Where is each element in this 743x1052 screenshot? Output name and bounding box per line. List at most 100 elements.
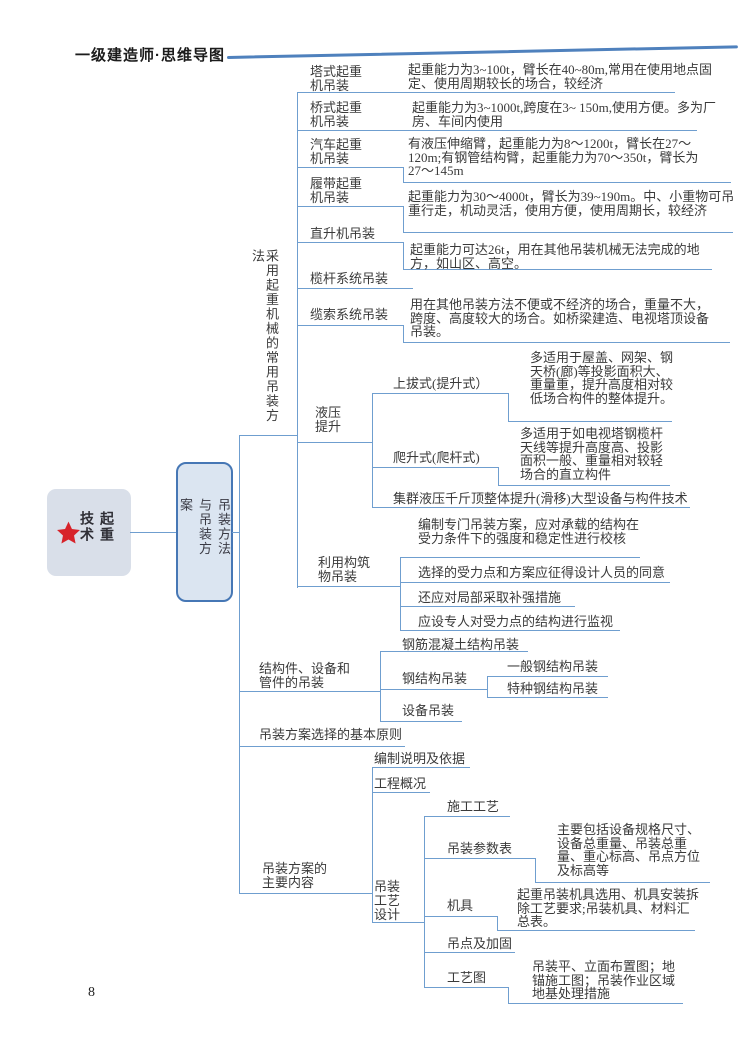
branch-components-label: 结构件、设备和管件的吊装 bbox=[259, 661, 351, 690]
node-project-overview: 工程概况 bbox=[374, 776, 427, 791]
node-concrete-hoisting: 钢筋混凝土结构吊装 bbox=[402, 637, 520, 652]
connector-rail bbox=[400, 557, 402, 631]
node-compilation-basis: 编制说明及依据 bbox=[374, 751, 466, 766]
node-hydraulic-lifting: 液压提升 bbox=[315, 405, 342, 434]
node-process-diagrams: 工艺图 bbox=[447, 970, 487, 985]
node-helicopter: 直升机吊装 bbox=[310, 226, 376, 241]
node-equipment-hoisting: 设备吊装 bbox=[402, 703, 455, 718]
connector-line bbox=[403, 269, 712, 271]
desc-rigging-tools: 起重吊装机具选用、机具安装拆除工艺要求;吊装机具、材料汇总表。 bbox=[517, 887, 700, 929]
node-using-structures: 利用构筑物吊装 bbox=[318, 555, 371, 584]
connector-line bbox=[372, 767, 470, 769]
branch-methods-label: 采用起重机械的常用吊装方法 bbox=[250, 249, 279, 423]
node-bridge-crane: 桥式起重机吊装 bbox=[310, 100, 363, 129]
connector-line bbox=[372, 507, 690, 509]
connector-line bbox=[297, 586, 400, 588]
desc-process-diagrams: 吊装平、立面布置图；地锚施工图；吊装作业区域地基处理措施 bbox=[532, 959, 676, 1001]
connector-line bbox=[297, 206, 403, 208]
connector-line bbox=[424, 987, 508, 989]
connector-line bbox=[380, 689, 487, 691]
connector-line bbox=[508, 1003, 683, 1005]
connector-line bbox=[297, 130, 697, 132]
main-topic-node: 吊装方法与吊装方案 bbox=[176, 462, 233, 602]
node-rigging-tools: 机具 bbox=[447, 898, 474, 913]
node-climb-type: 爬升式(爬杆式) bbox=[393, 450, 480, 465]
desc-cable-system: 用在其他吊装方法不便或不经济的场合，重量不大，跨度、高度较大的场合。如桥梁建造、… bbox=[410, 297, 710, 339]
connector-rail bbox=[372, 393, 374, 508]
node-general-steel: 一般钢结构吊装 bbox=[507, 659, 599, 674]
node-structure-rule-4: 应设专人对受力点的结构进行监视 bbox=[418, 614, 614, 629]
node-special-steel: 特种钢结构吊装 bbox=[507, 681, 599, 696]
connector-line bbox=[239, 435, 298, 437]
connector-line bbox=[508, 421, 672, 423]
node-crawler-crane: 履带起重机吊装 bbox=[310, 176, 363, 205]
node-structure-rule-1: 编制专门吊装方案，应对承载的结构在受力条件下的强度和稳定性进行校核 bbox=[418, 517, 640, 546]
connector-step bbox=[403, 242, 405, 269]
connector-line bbox=[239, 893, 372, 895]
connector-line bbox=[239, 746, 405, 748]
connector-line bbox=[239, 691, 380, 693]
node-structure-rule-3: 还应对局部采取补强措施 bbox=[418, 590, 562, 605]
connector-line bbox=[297, 167, 403, 169]
connector-line bbox=[487, 697, 608, 699]
node-cluster-jack: 集群液压千斤顶整体提升(滑移)大型设备与构件技术 bbox=[393, 491, 688, 506]
root-topic-label: 起重技术 bbox=[78, 510, 113, 543]
connector-line bbox=[424, 858, 535, 860]
connector-rail bbox=[487, 676, 489, 698]
node-steel-hoisting: 钢结构吊装 bbox=[402, 671, 468, 686]
connector-line bbox=[498, 485, 670, 487]
connector-line bbox=[535, 882, 710, 884]
node-hoisting-params: 吊装参数表 bbox=[447, 841, 513, 856]
connector-rail bbox=[297, 92, 299, 588]
node-mast-system: 榄杆系统吊装 bbox=[310, 271, 389, 286]
page-number: 8 bbox=[88, 985, 95, 1000]
connector-step bbox=[508, 987, 510, 1003]
node-lift-points: 吊点及加固 bbox=[447, 936, 513, 951]
connector-line bbox=[403, 182, 731, 184]
desc-bridge-crane: 起重能力为3~1000t,跨度在3~ 150m,使用方便。多为厂房、车间内使用 bbox=[412, 100, 717, 129]
connector-line bbox=[372, 922, 424, 924]
branch-content-label: 吊装方案的主要内容 bbox=[262, 861, 328, 890]
connector-line bbox=[297, 242, 403, 244]
desc-truck-crane: 有液压伸缩臂，起重能力为8～1200t，臂长在27～120m;有钢管结构臂，起重… bbox=[408, 136, 699, 178]
connector-line bbox=[424, 816, 510, 818]
node-construction-process: 施工工艺 bbox=[447, 799, 500, 814]
connector-root-to-main bbox=[130, 532, 176, 534]
connector-line bbox=[297, 288, 413, 290]
node-structure-rule-2: 选择的受力点和方案应征得设计人员的同意 bbox=[418, 565, 666, 580]
connector-line bbox=[372, 393, 508, 395]
connector-step bbox=[403, 167, 405, 182]
header-rule-line bbox=[226, 45, 738, 59]
connector-line bbox=[400, 582, 670, 584]
node-lift-up-type: 上拔式(提升式） bbox=[393, 376, 489, 391]
connector-line bbox=[297, 442, 372, 444]
connector-line bbox=[400, 606, 575, 608]
connector-line bbox=[297, 325, 403, 327]
desc-hoisting-params: 主要包括设备规格尺寸、设备总重量、吊装总重量、重心标高、吊点方位及标高等 bbox=[557, 822, 701, 878]
root-topic-node: 起重技术 bbox=[47, 489, 131, 576]
desc-helicopter: 起重能力可达26t，用在其他吊装机械无法完成的地方，如山区、高空。 bbox=[410, 242, 700, 271]
connector-line bbox=[403, 342, 730, 344]
desc-crawler-crane: 起重能力为30～4000t，臂长为39~190m。中、小重物可吊重行走，机动灵活… bbox=[408, 189, 735, 218]
connector-line bbox=[380, 721, 462, 723]
connector-rail bbox=[424, 816, 426, 988]
connector-rail bbox=[380, 651, 382, 722]
connector-line bbox=[424, 952, 515, 954]
connector-line bbox=[380, 651, 528, 653]
branch-principles-label: 吊装方案选择的基本原则 bbox=[259, 727, 403, 742]
connector-line bbox=[372, 792, 430, 794]
star-icon bbox=[57, 521, 80, 544]
node-cable-system: 缆索系统吊装 bbox=[310, 307, 389, 322]
connector-line bbox=[497, 930, 695, 932]
connector-line bbox=[297, 92, 675, 94]
desc-climb-type: 多适用于如电视塔钢榄杆天线等提升高度高、投影面积一般、重量相对较轻场合的直立构件 bbox=[520, 426, 664, 482]
node-tower-crane: 塔式起重机吊装 bbox=[310, 64, 363, 93]
desc-lift-up-type: 多适用于屋盖、网架、钢天桥(廊)等投影面积大、重量重，提升高度相对较低场合构件的… bbox=[530, 350, 674, 406]
connector-step bbox=[498, 467, 500, 485]
tree-spine bbox=[239, 435, 241, 894]
connector-line bbox=[403, 232, 733, 234]
connector-step bbox=[403, 325, 405, 342]
node-process-design: 吊装工艺设计 bbox=[374, 879, 401, 922]
connector-step bbox=[403, 206, 405, 232]
